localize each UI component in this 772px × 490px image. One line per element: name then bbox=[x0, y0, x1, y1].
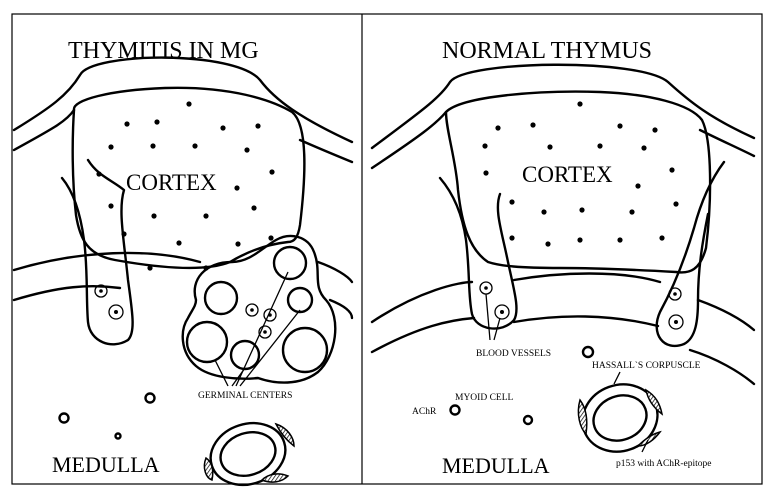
right-cortex-label: CORTEX bbox=[522, 162, 613, 187]
left-capsule-inner-right bbox=[300, 140, 352, 162]
right-medulla-boundary-right bbox=[698, 300, 754, 330]
right-capsule-outer bbox=[372, 65, 754, 148]
left-cortex-label: CORTEX bbox=[126, 170, 217, 195]
right-hassalls-corpuscle bbox=[573, 374, 667, 462]
myoid-cell bbox=[451, 406, 460, 415]
right-medulla-boundary-inner bbox=[372, 318, 474, 352]
right-panel: NORMAL THYMUS BLOOD VESSELS bbox=[372, 38, 754, 478]
left-panel: THYMITIS IN MG bbox=[14, 38, 352, 490]
hassalls-leader bbox=[614, 372, 620, 384]
left-hassalls-corpuscle bbox=[203, 414, 294, 490]
right-medulla-boundary-inner-mid bbox=[514, 316, 658, 326]
blood-vessel-icon bbox=[669, 288, 683, 329]
achr-label: AChR bbox=[412, 407, 437, 417]
left-medulla-boundary-inner bbox=[14, 286, 120, 300]
left-title: THYMITIS IN MG bbox=[68, 38, 259, 64]
germinal-centers-label: GERMINAL CENTERS bbox=[198, 391, 292, 401]
right-medulla-label: MEDULLA bbox=[442, 453, 550, 478]
left-medulla-boundary-right2 bbox=[318, 262, 352, 282]
right-medulla-cell bbox=[583, 347, 593, 357]
myoid-cell-label: MYOID CELL bbox=[455, 393, 514, 403]
left-medulla-cells bbox=[60, 394, 155, 439]
right-title: NORMAL THYMUS bbox=[442, 38, 652, 64]
germinal-center-6 bbox=[283, 328, 327, 372]
blood-vessel-icon bbox=[95, 285, 123, 319]
left-capsule-inner bbox=[14, 110, 74, 150]
hassalls-corpuscle-label: HASSALL`S CORPUSCLE bbox=[592, 360, 701, 371]
germinal-center-2 bbox=[205, 282, 237, 314]
right-medulla-boundary-outer bbox=[372, 282, 472, 322]
right-septum-right bbox=[657, 162, 724, 346]
right-medulla-boundary-mid bbox=[514, 274, 660, 283]
right-medulla-cell bbox=[524, 416, 532, 424]
germinal-center-3 bbox=[288, 288, 312, 312]
epitope-label: p153 with AChR-epitope bbox=[616, 459, 712, 469]
blood-vessel-icon bbox=[480, 282, 509, 319]
germinal-center-1 bbox=[274, 247, 306, 279]
blood-vessels-leader bbox=[486, 294, 490, 340]
blood-vessels-label: BLOOD VESSELS bbox=[476, 349, 551, 359]
germinal-centers-leader-lines bbox=[215, 272, 300, 386]
germinal-center-4 bbox=[187, 322, 227, 362]
left-medulla-label: MEDULLA bbox=[52, 452, 160, 477]
